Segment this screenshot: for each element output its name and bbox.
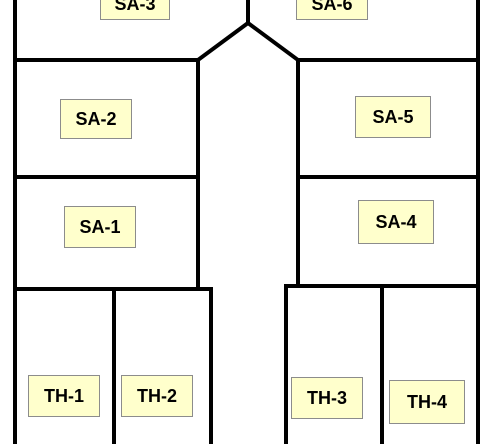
room-label-th2: TH-2 <box>121 375 193 417</box>
room-label-th1: TH-1 <box>28 375 100 417</box>
room-label-sa4: SA-4 <box>358 200 434 244</box>
room-label-th4: TH-4 <box>389 380 465 424</box>
corridor-junction <box>195 20 301 63</box>
room-label-sa2: SA-2 <box>60 99 132 139</box>
room-label-sa3: SA-3 <box>100 0 170 20</box>
room-label-th3: TH-3 <box>291 377 363 419</box>
room-label-sa5: SA-5 <box>355 96 431 138</box>
room-label-sa6: SA-6 <box>296 0 368 20</box>
room-label-sa1: SA-1 <box>64 206 136 248</box>
